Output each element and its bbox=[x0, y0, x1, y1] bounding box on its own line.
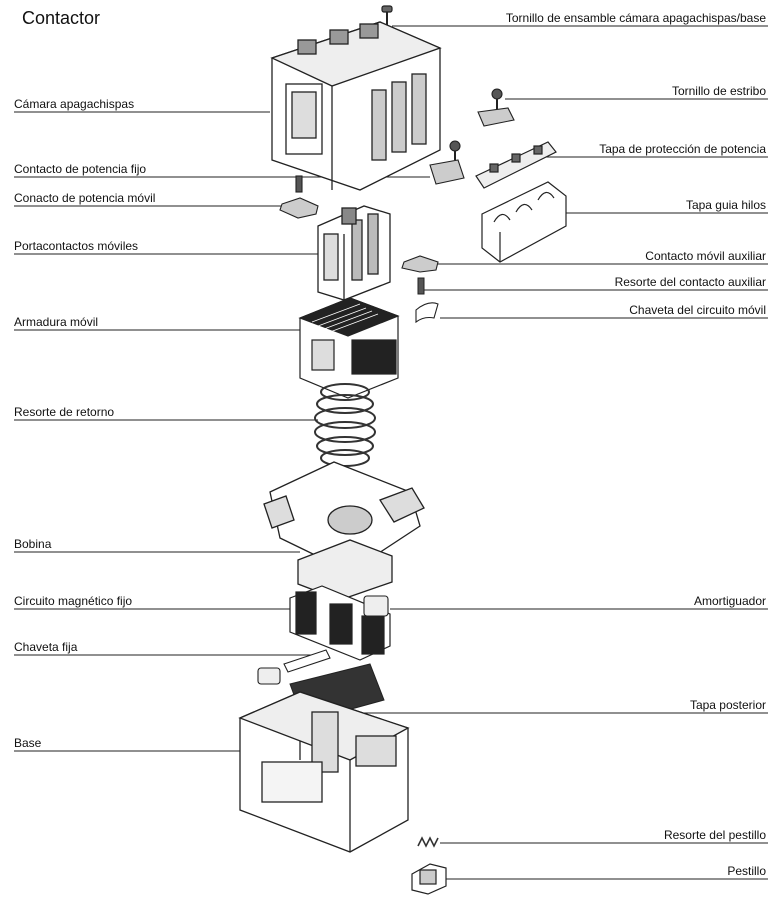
label-pestillo: Pestillo bbox=[727, 864, 766, 878]
label-bobina: Bobina bbox=[14, 537, 52, 551]
label-tornillo-estribo: Tornillo de estribo bbox=[671, 84, 766, 98]
label-tornillo-ensamble: Tornillo de ensamble cámara apagachispas… bbox=[505, 11, 766, 25]
label-contacto-movil-auxiliar: Contacto móvil auxiliar bbox=[645, 249, 766, 263]
label-amortiguador: Amortiguador bbox=[693, 594, 766, 608]
label-circuito-magnetico-fijo: Circuito magnético fijo bbox=[14, 594, 133, 608]
latch-spring-part bbox=[417, 836, 439, 848]
latch-part bbox=[411, 863, 447, 895]
stirrup-screw-part bbox=[429, 88, 515, 185]
label-tapa-posterior: Tapa posterior bbox=[689, 698, 766, 712]
base-part bbox=[238, 691, 410, 853]
label-resorte-pestillo: Resorte del pestillo bbox=[663, 828, 766, 842]
label-contacto-potencia-movil: Conacto de potencia móvil bbox=[14, 191, 156, 205]
label-resorte-retorno: Resorte de retorno bbox=[14, 405, 115, 419]
coil-part bbox=[263, 461, 425, 601]
movable-armature-part bbox=[298, 297, 400, 399]
fixed-key-part bbox=[257, 649, 331, 685]
damper-part bbox=[363, 595, 389, 617]
movable-power-contact-part bbox=[279, 175, 319, 219]
power-protection-cover-part bbox=[475, 141, 557, 189]
label-armadura-movil: Armadura móvil bbox=[14, 315, 99, 329]
label-portacontactos-moviles: Portacontactos móviles bbox=[14, 239, 139, 253]
aux-movable-contact-part bbox=[401, 255, 439, 273]
label-tapa-guia-hilos: Tapa guia hilos bbox=[685, 198, 766, 212]
movable-contact-holder-part bbox=[317, 205, 391, 301]
diagram-title: Contactor bbox=[22, 8, 101, 28]
label-tapa-proteccion-potencia: Tapa de protección de potencia bbox=[599, 142, 766, 156]
leader-lines-left bbox=[14, 111, 430, 752]
label-chaveta-fija: Chaveta fija bbox=[14, 640, 78, 654]
label-contacto-potencia-fijo: Contacto de potencia fijo bbox=[14, 162, 147, 176]
arc-chamber-part bbox=[270, 21, 442, 191]
label-base: Base bbox=[14, 736, 42, 750]
leader-lines-right bbox=[360, 25, 768, 880]
label-camara-apagachispas: Cámara apagachispas bbox=[14, 97, 135, 111]
label-resorte-contacto-auxiliar: Resorte del contacto auxiliar bbox=[614, 275, 766, 289]
aux-contact-spring-part bbox=[417, 277, 425, 295]
wire-guide-cover-part bbox=[481, 181, 567, 263]
label-chaveta-circuito-movil: Chaveta del circuito móvil bbox=[629, 303, 766, 317]
movable-circuit-key-part bbox=[415, 302, 439, 324]
